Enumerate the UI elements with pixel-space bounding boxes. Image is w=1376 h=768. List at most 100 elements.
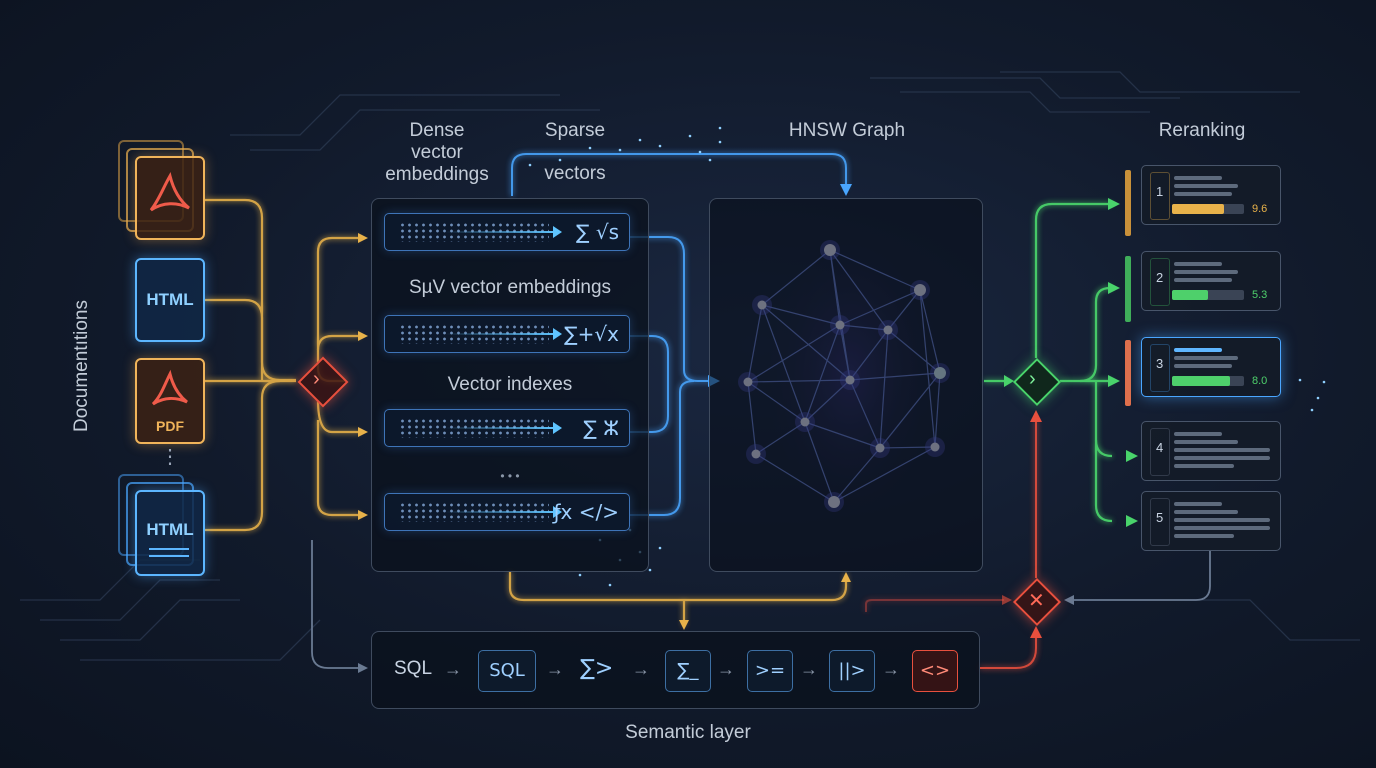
semantic-layer-label: Semantic layer <box>625 722 751 743</box>
arrow-right-icon: → <box>800 659 818 679</box>
sql-start-label: SQL <box>394 658 433 679</box>
math-symbol: ∑+√x <box>564 322 619 346</box>
rank-card-4: 4 <box>1141 421 1281 481</box>
chevron-right-icon: › <box>313 368 320 390</box>
arrow-right-icon: → <box>632 659 650 679</box>
sparkle <box>718 140 722 144</box>
sql-step-box-output: <> <box>912 650 958 692</box>
hnsw-label: HNSW Graph <box>788 120 906 141</box>
rank-number: 2 <box>1156 270 1164 285</box>
text-line <box>1174 534 1234 538</box>
text-line <box>1174 464 1234 468</box>
sparkle <box>1298 378 1302 382</box>
pdf-glyph-icon <box>149 172 190 212</box>
text-line <box>1174 440 1238 444</box>
index-vector-bar: ∑ ⵣ <box>384 409 630 447</box>
vertical-ellipsis: ⋮ <box>160 446 180 468</box>
close-icon: ✕ <box>1028 590 1045 612</box>
html-icon: HTML <box>135 258 205 342</box>
sparkle <box>718 126 722 130</box>
sparkle <box>698 150 702 154</box>
sparkle <box>608 583 612 587</box>
vector-panel: ∑ √ꜱ SµV vector embeddings ∑+√x Vector i… <box>371 198 649 572</box>
text-line <box>1174 518 1270 522</box>
sparkle <box>658 546 662 550</box>
sparkle <box>1322 380 1326 384</box>
sparkle <box>638 138 642 142</box>
sparse-vector-bar: ∑+√x <box>384 315 630 353</box>
pdf-icon: PDF <box>135 358 205 444</box>
rank-number: 4 <box>1156 440 1164 455</box>
text-line <box>1174 270 1238 274</box>
score-meter <box>1172 290 1244 300</box>
score-meter <box>1172 204 1244 214</box>
text-line <box>1174 448 1270 452</box>
sql-step-box: SQL <box>478 650 536 692</box>
text-line <box>1174 348 1222 352</box>
pdf-label: PDF <box>156 418 184 434</box>
text-line <box>1174 184 1238 188</box>
math-symbol: ∑ ⵣ <box>583 416 619 440</box>
text-line <box>1174 176 1222 180</box>
rank-card-5: 5 <box>1141 491 1281 551</box>
text-line <box>1174 526 1270 530</box>
text-line <box>1174 356 1238 360</box>
sql-step-box: ||> <box>829 650 875 692</box>
ellipsis: • • • <box>500 469 520 483</box>
rank-number: 1 <box>1156 184 1164 199</box>
sparkle <box>708 158 712 162</box>
sparkle <box>658 144 662 148</box>
reranking-label: Reranking <box>1158 120 1246 141</box>
html-label: HTML <box>146 290 194 309</box>
sparkle <box>588 146 592 150</box>
text-line <box>1174 192 1232 196</box>
vector-indexes-label: Vector indexes <box>447 374 573 395</box>
sparkle <box>618 148 622 152</box>
text-line <box>1174 456 1270 460</box>
text-line <box>1174 262 1222 266</box>
score-value: 9.6 <box>1252 203 1268 215</box>
sql-step-box: ∑_ <box>665 650 711 692</box>
sparkle <box>1310 408 1314 412</box>
dense-vector-bar: ∑ √ꜱ <box>384 213 630 251</box>
text-line <box>1174 510 1238 514</box>
documents-label: Documentıtions <box>71 300 92 433</box>
arrow-right-icon: → <box>444 659 462 679</box>
pdf-glyph-icon <box>151 369 188 406</box>
chevron-right-icon: › <box>1029 368 1036 390</box>
rank-number: 3 <box>1156 356 1164 371</box>
arrow-right-icon: → <box>546 659 564 679</box>
sparkle <box>688 134 692 138</box>
rank-side-bar <box>1125 256 1131 322</box>
svv-embeddings-label: SµV vector embeddings <box>408 277 612 298</box>
math-symbol: ƒx </> <box>553 500 620 524</box>
score-value: 5.3 <box>1252 289 1268 301</box>
text-line <box>1174 278 1232 282</box>
rank-number: 5 <box>1156 510 1164 525</box>
sparkle <box>558 158 562 162</box>
sum-step: ∑> <box>580 656 614 681</box>
sparkle <box>648 568 652 572</box>
arrow-right-icon: → <box>882 659 900 679</box>
text-line <box>1174 364 1232 368</box>
sparkle <box>578 573 582 577</box>
function-vector-bar: ƒx </> <box>384 493 630 531</box>
hnsw-graph-panel <box>709 198 983 572</box>
score-value: 8.0 <box>1252 375 1268 387</box>
score-meter <box>1172 376 1244 386</box>
text-line <box>1174 432 1222 436</box>
html-label: HTML <box>146 520 194 539</box>
rank-side-bar <box>1125 170 1131 236</box>
sparkle <box>528 163 532 167</box>
text-line <box>1174 502 1222 506</box>
sql-step-box: >= <box>747 650 793 692</box>
math-symbol: ∑ √ꜱ <box>576 220 619 244</box>
rank-side-bar <box>1125 340 1131 406</box>
arrow-right-icon: → <box>717 659 735 679</box>
sparkle <box>1316 396 1320 400</box>
